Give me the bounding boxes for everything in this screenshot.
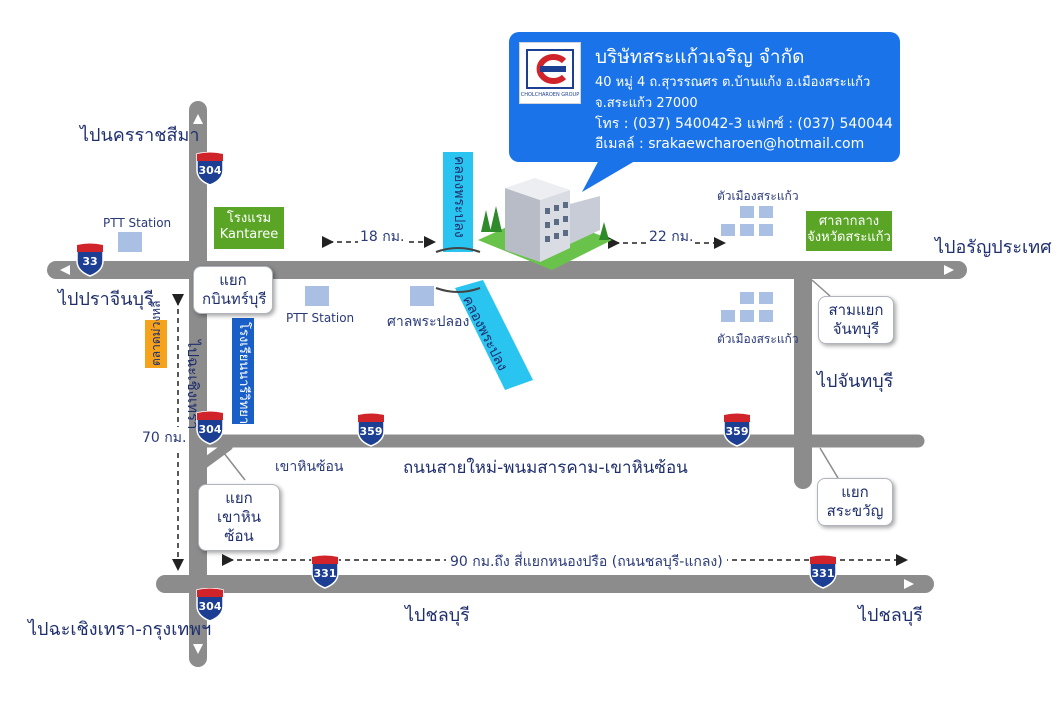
distance-70: 70 กม. <box>140 427 189 449</box>
company-address-2: จ.สระแก้ว 27000 <box>595 96 698 111</box>
city-label-1: ตัวเมืองสระแก้ว <box>717 189 799 203</box>
route-331-a-shield: 331 <box>310 555 340 589</box>
arrow-down-icon <box>193 644 203 654</box>
company-info-box: CHOLCHAROEN GROUP บริษัทสระแก้วเจริญ จำก… <box>509 32 900 162</box>
highway-shield-icon <box>723 413 751 447</box>
callout-kabinburi-text: แยก กบินทร์บุรี <box>202 271 267 308</box>
arrow-right-icon <box>944 265 954 275</box>
distance-lines <box>172 236 908 571</box>
ptt-block-2 <box>305 286 329 306</box>
callout-kabinburi: แยก กบินทร์บุรี <box>193 266 273 314</box>
route-304-mid-shield: 304 <box>195 411 225 445</box>
highway-shield-icon <box>311 555 339 589</box>
company-logo-icon <box>526 49 574 89</box>
sala-phra-plong: ศาลพระปลอง <box>387 314 470 330</box>
callout-sa-khwan: แยก สระขวัญ <box>817 478 893 526</box>
city-block-bottom <box>721 292 773 322</box>
khao-hin-son-place: เขาหินซ้อน <box>275 459 344 475</box>
highway-shield-icon <box>196 411 224 445</box>
dest-nakhon-ratchasima: ไปนครราชสีมา <box>80 125 200 146</box>
dest-aranyaprathet: ไปอรัญประเทศ <box>935 237 1052 258</box>
callout-sam-yaek-chanthaburi-text: สามแยก จันทบุรี <box>828 301 884 338</box>
arrow-left-icon <box>60 265 70 275</box>
dest-chachoengsao-bangkok: ไปฉะเชิงเทรา-กรุงเทพฯ <box>28 619 212 640</box>
canal-top-segment <box>443 152 473 252</box>
dest-chanthaburi: ไปจันทบุรี <box>817 371 894 392</box>
ptt-station-2: PTT Station <box>286 311 355 325</box>
company-name: บริษัทสระแก้วเจริญ จำกัด <box>595 46 805 68</box>
ptt-station-1: PTT Station <box>103 216 172 230</box>
highway-shield-icon <box>196 588 224 622</box>
callout-sam-yaek-chanthaburi: สามแยก จันทบุรี <box>818 296 894 344</box>
company-address-1: 40 หมู่ 4 ถ.สุวรรณศร ต.บ้านแก้ง อ.เมืองส… <box>595 75 871 90</box>
kantaree-hotel-label: โรงแรม Kantaree <box>219 211 279 242</box>
road-arrows <box>60 114 954 654</box>
distance-18: 18 กม. <box>358 226 407 248</box>
dest-chonburi-1: ไปชลบุรี <box>405 605 470 626</box>
distance-90: 90 กม.ถึง สี่แยกหนองปรือ (ถนนชลบุรี-แกลง… <box>446 551 727 573</box>
callout-khao-hin-son-text: แยก เขาหินซ้อน <box>217 489 261 545</box>
city-label-2: ตัวเมืองสระแก้ว <box>717 332 799 346</box>
highway-shield-icon <box>809 555 837 589</box>
distance-22: 22 กม. <box>647 226 696 248</box>
highway-shield-icon <box>357 413 385 447</box>
provincial-hall-tag: ศาลากลาง จังหวัดสระแก้ว <box>806 211 892 251</box>
city-block-top <box>721 206 773 236</box>
company-phone: โทร : (037) 540042-3 แฟกซ์ : (037) 54004… <box>595 116 893 132</box>
route-359-b-shield: 359 <box>722 413 752 447</box>
landmark-blocks <box>118 232 434 306</box>
dest-chonburi-2: ไปชลบุรี <box>858 605 923 626</box>
sala-block <box>410 286 434 306</box>
canal-bridge <box>435 247 481 293</box>
ptt-block-1 <box>118 232 142 252</box>
arrow-up-icon <box>193 114 203 124</box>
company-logo-text: CHOLCHAROEN GROUP <box>520 92 580 98</box>
road-name: ถนนสายใหม่-พนมสารคาม-เขาหินซ้อน <box>403 458 688 478</box>
school-tag: โรงเรียนนารีวิทยา <box>232 318 254 424</box>
route-304-bottom-shield: 304 <box>195 588 225 622</box>
canal-label-top: คลองพระปลง <box>451 156 467 238</box>
road-connector <box>193 441 233 473</box>
route-304-top-shield: 304 <box>195 152 225 186</box>
company-logo: CHOLCHAROEN GROUP <box>519 42 581 104</box>
pointer-lines <box>219 279 839 481</box>
market-label: ตลาดม่วงหลี <box>149 300 163 366</box>
highway-shield-icon <box>76 243 104 277</box>
callout-khao-hin-son: แยก เขาหินซ้อน <box>198 484 280 551</box>
school-label: โรงเรียนนารีวิทยา <box>236 322 251 425</box>
dest-prachinburi: ไปปราจีนบุรี <box>58 289 154 310</box>
provincial-hall-label: ศาลากลาง จังหวัดสระแก้ว <box>807 214 891 245</box>
route-33-shield: 33 <box>75 243 105 277</box>
route-359-a-shield: 359 <box>356 413 386 447</box>
highway-shield-icon <box>196 152 224 186</box>
callout-sa-khwan-text: แยก สระขวัญ <box>826 483 884 520</box>
office-building-icon <box>478 178 612 270</box>
canal <box>435 152 533 390</box>
info-pointer <box>582 158 640 192</box>
company-email: อีเมลล์ : srakaewcharoen@hotmail.com <box>595 136 865 152</box>
arrow-right-icon <box>904 579 914 589</box>
kantaree-hotel-tag: โรงแรม Kantaree <box>214 207 284 249</box>
market-tag: ตลาดม่วงหลี <box>145 301 167 368</box>
route-331-b-shield: 331 <box>808 555 838 589</box>
canal-bottom-segment <box>455 280 533 390</box>
